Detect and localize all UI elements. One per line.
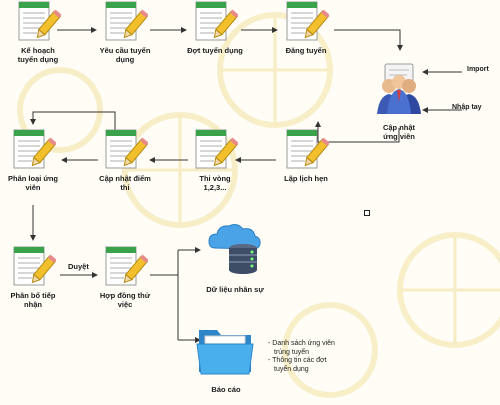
document-pencil-icon [185,0,245,44]
report-note-line: trúng tuyển [274,348,310,356]
node-thi-vong: Thi vòng 1,2,3... [185,128,245,192]
node-dang-tuyen: Đăng tuyển [276,0,336,55]
node-label: Dữ liệu nhân sự [206,285,264,294]
node-label: Hợp đồng thử việc [99,291,151,309]
database-cloud-icon [208,224,261,274]
node-label: Phân loại ứng viên [7,174,59,192]
report-note-line: - Thông tin các đợt [268,357,327,364]
arrow-capnhat-laplich [315,121,400,143]
selection-handle-icon [364,210,370,216]
node-du-lieu-nhan-su: Dữ liệu nhân sự [195,222,275,294]
node-cap-nhat-ung-vien: Cập nhật ứng viên [365,58,433,141]
arrow-dangtuyen-capnhat [334,29,403,51]
node-label: Cập nhật ứng viên [382,123,416,141]
node-label: Báo cáo [211,385,241,394]
node-phan-bo-tiep-nhan: Phân bổ tiếp nhận [3,245,63,309]
report-notes: - Danh sách ứng viên trúng tuyển - Thông… [268,340,335,374]
node-label: Lập lịch hẹn [284,174,328,183]
node-label: Yêu cầu tuyển dụng [99,46,151,64]
people-group-icon [377,63,421,114]
node-bao-cao: Báo cáo [193,320,259,394]
document-pencil-icon [3,128,63,172]
node-label: Kế hoạch tuyển dụng [17,46,59,64]
node-yeu-cau-tuyen-dung: Yêu cầu tuyển dụng [95,0,155,64]
document-pencil-icon [276,0,336,44]
arrow-capnhatdiem-top [30,111,116,130]
node-label: Phân bổ tiếp nhận [10,291,56,309]
input-import-label: Import [467,66,489,73]
node-label: Đợt tuyển dụng [187,46,243,55]
node-hop-dong-thu-viec: Hợp đồng thử việc [95,245,155,309]
report-note-line: - Danh sách ứng viên [268,340,335,347]
node-dot-tuyen-dung: Đợt tuyển dụng [185,0,245,55]
document-pencil-icon [276,128,336,172]
input-nhap-tay-label: Nhập tay [452,104,482,111]
node-lap-lich-hen: Lập lịch hẹn [276,128,336,183]
node-label: Đăng tuyển [285,46,327,55]
node-phan-loai-ung-vien: Phân loại ứng viên [3,128,63,192]
document-pencil-icon [95,245,155,289]
folder-icon [196,330,254,375]
node-label: Thi vòng 1,2,3... [199,174,231,192]
document-pencil-icon [95,0,155,44]
document-pencil-icon [8,0,68,44]
report-note-line: tuyển dụng [274,365,309,373]
edge-label-duyet: Duyệt [68,262,89,271]
node-cap-nhat-diem-thi: Cập nhật điểm thi [95,128,155,192]
node-label: Cập nhật điểm thi [99,174,151,192]
document-pencil-icon [95,128,155,172]
document-pencil-icon [185,128,245,172]
node-ke-hoach-tuyen-dung: Kế hoạch tuyển dụng [8,0,68,64]
document-pencil-icon [3,245,63,289]
